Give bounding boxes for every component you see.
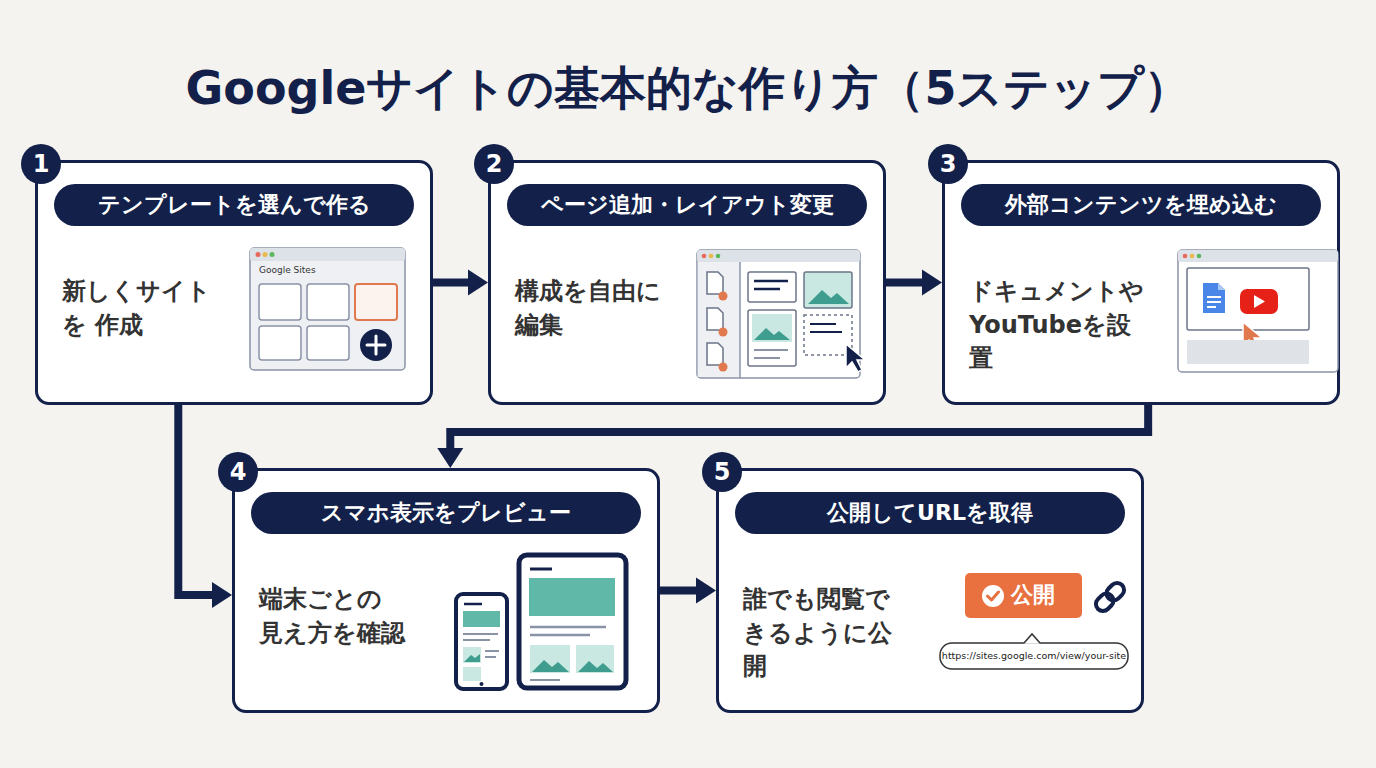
flow-arrow bbox=[178, 405, 232, 608]
step-box: 5公開してURLを取得誰でも閲覧で きるように公開 bbox=[716, 468, 1144, 713]
step-number: 4 bbox=[218, 452, 258, 492]
step-box: 2ページ追加・レイアウト変更構成を自由に 編集 bbox=[488, 160, 886, 405]
arrow-head bbox=[696, 578, 716, 604]
arrow-head bbox=[437, 448, 463, 468]
arrow-head bbox=[468, 270, 488, 296]
arrow-head bbox=[212, 582, 232, 608]
connector-line bbox=[433, 279, 470, 287]
step-heading: 外部コンテンツを埋め込む bbox=[961, 184, 1321, 226]
flow-arrow bbox=[437, 405, 1148, 468]
window-label: Google Sites bbox=[259, 265, 316, 275]
step-description: ドキュメントや YouTubeを設置 bbox=[969, 275, 1147, 376]
step-number: 3 bbox=[928, 144, 968, 184]
step-description: 構成を自由に 編集 bbox=[515, 275, 664, 342]
connector-line bbox=[450, 405, 1148, 450]
connector-line bbox=[886, 279, 924, 287]
flow-arrow bbox=[433, 270, 488, 296]
step-number: 2 bbox=[474, 144, 514, 184]
step-description: 端末ごとの 見え方を確認 bbox=[259, 583, 405, 650]
flow-arrow bbox=[660, 578, 716, 604]
flow-arrow bbox=[886, 270, 942, 296]
step-description: 誰でも閲覧で きるように公開 bbox=[743, 583, 913, 684]
step-heading: スマホ表示をプレビュー bbox=[251, 492, 641, 534]
step-box: 4スマホ表示をプレビュー端末ごとの 見え方を確認 bbox=[232, 468, 660, 713]
url-text: https://sites.google.com/view/your-site bbox=[940, 650, 1128, 661]
step-description: 新しくサイトを 作成 bbox=[62, 275, 232, 342]
step-heading: ページ追加・レイアウト変更 bbox=[507, 184, 867, 226]
step-box: 1テンプレートを選んで作る新しくサイトを 作成 bbox=[35, 160, 433, 405]
step-number: 5 bbox=[702, 452, 742, 492]
step-box: 3外部コンテンツを埋め込むドキュメントや YouTubeを設置 bbox=[942, 160, 1340, 405]
diagram-title: Googleサイトの基本的な作り方（5ステップ） bbox=[0, 58, 1376, 120]
step-heading: テンプレートを選んで作る bbox=[54, 184, 414, 226]
arrow-head bbox=[922, 270, 942, 296]
button-text: 公開 bbox=[1011, 580, 1055, 610]
step-heading: 公開してURLを取得 bbox=[735, 492, 1125, 534]
connector-line bbox=[660, 587, 698, 595]
step-number: 1 bbox=[21, 144, 61, 184]
connector-line bbox=[178, 405, 214, 595]
